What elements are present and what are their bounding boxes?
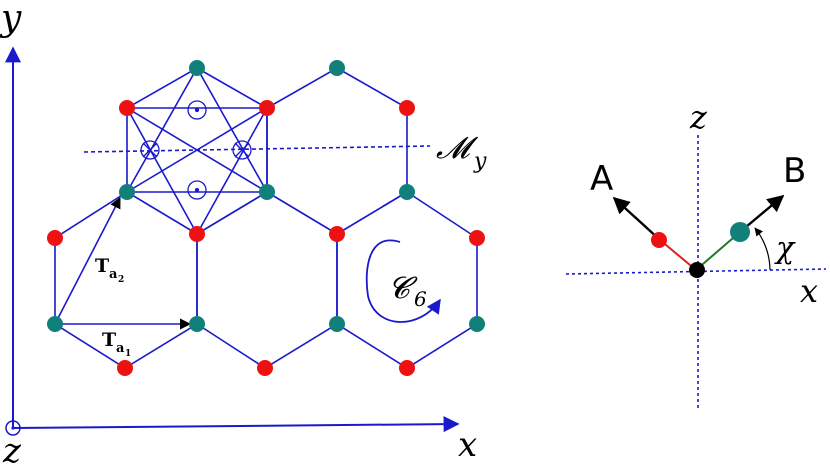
site-a (257, 360, 273, 376)
t-a2-label: T a 2 (95, 255, 124, 285)
svg-text:a: a (116, 341, 125, 356)
site-b (47, 316, 63, 332)
vector-a-label: A (590, 159, 613, 199)
right-panel: z x A B χ (565, 98, 827, 408)
site-b (189, 316, 205, 332)
site-b (329, 60, 345, 76)
left-y-axis-label: y (0, 0, 22, 39)
site-b (399, 184, 415, 200)
site-b-dots (47, 60, 485, 332)
t-a2-vector (54, 197, 121, 325)
t-a1-label: T a 1 (102, 329, 131, 359)
svg-text:T: T (102, 329, 116, 351)
right-x-axis-line (565, 268, 827, 275)
site-a (119, 100, 135, 116)
site-a-dots (47, 100, 485, 376)
site-a (399, 100, 415, 116)
site-a (189, 226, 205, 242)
right-z-axis-label: z (689, 98, 708, 136)
svg-text:T: T (95, 255, 109, 277)
svg-text:1: 1 (125, 349, 131, 359)
angle-label: χ (774, 231, 796, 266)
c6-rotation-arrow (365, 239, 441, 323)
site-b (469, 316, 485, 332)
origin-dot (689, 262, 705, 278)
vector-a-site (651, 232, 667, 248)
site-b (329, 316, 345, 332)
svg-text:6: 6 (414, 287, 427, 311)
site-b (259, 184, 275, 200)
right-x-axis-label: x (800, 272, 818, 310)
vector-b-label: B (783, 151, 806, 191)
vector-a-bond (659, 239, 697, 271)
site-a (117, 360, 133, 376)
site-b (189, 60, 205, 76)
mirror-plane-line (83, 145, 431, 153)
site-b (119, 184, 135, 200)
svg-text:𝓜: 𝓜 (436, 131, 479, 166)
vector-a-arrow (612, 196, 661, 241)
site-a (329, 226, 345, 242)
left-z-axis-label: z (2, 431, 22, 465)
mirror-label: 𝓜 y (436, 131, 487, 174)
site-a (399, 360, 415, 376)
c6-label: 𝓒 6 (388, 271, 427, 311)
site-a (469, 230, 485, 246)
left-panel: y x z (0, 0, 487, 465)
svg-text:a: a (109, 267, 118, 282)
svg-text:2: 2 (118, 275, 124, 285)
left-x-axis-line (12, 416, 460, 433)
left-z-axis-symbol (5, 420, 21, 436)
vector-b-site (730, 222, 750, 242)
svg-text:y: y (473, 149, 487, 174)
site-a (47, 230, 63, 246)
angle-arc (754, 227, 771, 271)
rotation-axis-markers (140, 100, 252, 200)
left-x-axis-label: x (458, 425, 477, 465)
site-a (259, 100, 275, 116)
